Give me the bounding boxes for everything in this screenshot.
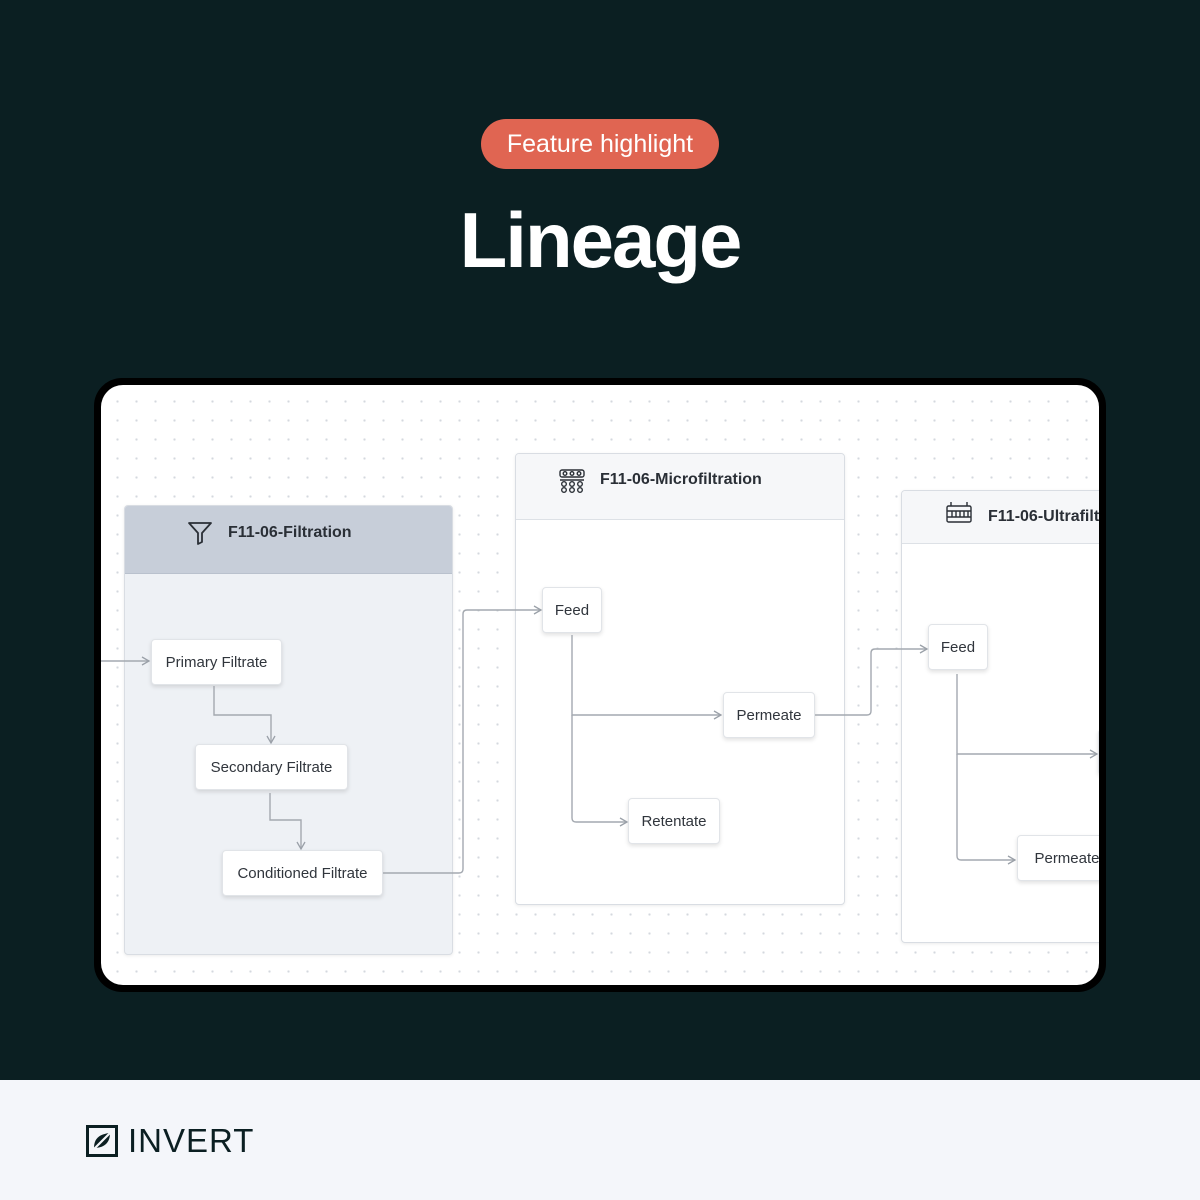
group-filtration[interactable]: F11-06-Filtration Primary Filtrate Secon… [124,505,453,955]
node-ultrafiltration-permeate[interactable]: Permeate [1017,835,1099,881]
node-conditioned-filtrate[interactable]: Conditioned Filtrate [222,850,383,896]
lineage-canvas[interactable]: F11-06-Filtration Primary Filtrate Secon… [101,385,1099,985]
group-microfiltration-title: F11-06-Microfiltration [600,471,762,488]
node-microfiltration-retentate[interactable]: Retentate [628,798,720,844]
group-ultrafiltration-header[interactable]: F11-06-Ultrafiltration [902,491,1099,544]
node-primary-filtrate[interactable]: Primary Filtrate [151,639,282,685]
node-microfiltration-permeate[interactable]: Permeate [723,692,815,738]
feature-highlight-badge: Feature highlight [481,119,719,169]
funnel-icon [187,520,213,551]
group-filtration-header[interactable]: F11-06-Filtration [125,506,452,574]
node-ultrafiltration-hidden[interactable] [1098,729,1099,775]
group-microfiltration[interactable]: F11-06-Microfiltration Feed Permeate Ret… [515,453,845,905]
node-microfiltration-feed[interactable]: Feed [542,587,602,633]
group-filtration-title: F11-06-Filtration [228,524,352,541]
invert-logo-icon [86,1125,118,1157]
group-microfiltration-header[interactable]: F11-06-Microfiltration [516,454,844,520]
membrane-array-icon [558,468,586,499]
group-ultrafiltration-title: F11-06-Ultrafiltration [988,508,1099,525]
group-ultrafiltration[interactable]: F11-06-Ultrafiltration Feed Permeate [901,490,1099,943]
cassette-icon [945,500,973,531]
node-secondary-filtrate[interactable]: Secondary Filtrate [195,744,348,790]
page-title: Lineage [459,196,743,284]
brand-name: INVERT [128,1122,255,1159]
node-ultrafiltration-feed[interactable]: Feed [928,624,988,670]
footer-bar [0,1080,1200,1200]
